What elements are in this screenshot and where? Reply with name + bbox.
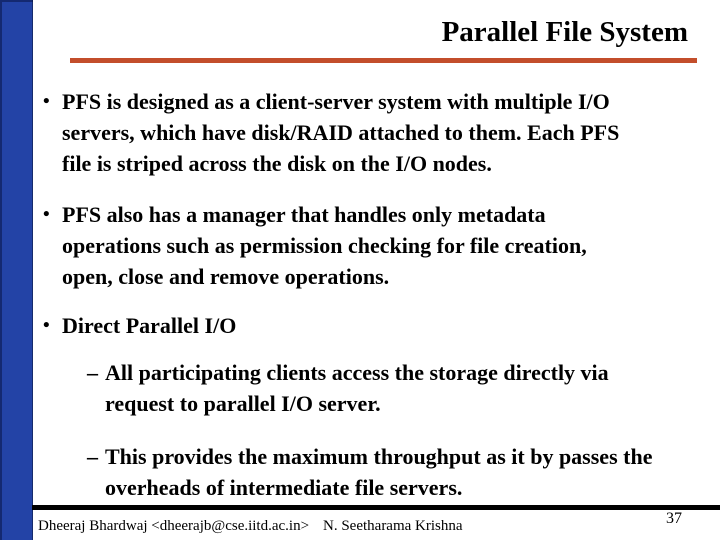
left-accent-bar	[0, 0, 33, 540]
bullet-marker: •	[43, 315, 50, 336]
slide-title: Parallel File System	[441, 16, 688, 48]
title-underline-rule	[70, 58, 697, 63]
bullet-text: PFS also has a manager that handles only…	[62, 202, 587, 289]
bullet-item: • PFS is designed as a client-server sys…	[43, 86, 699, 179]
bullet-item: • Direct Parallel I/O	[43, 310, 699, 341]
bullet-text: PFS is designed as a client-server syste…	[62, 89, 620, 176]
bullet-item: • PFS also has a manager that handles on…	[43, 199, 699, 292]
bullet-marker: •	[43, 204, 50, 225]
sub-bullet-item: – This provides the maximum throughput a…	[43, 441, 699, 503]
slide-body: • PFS is designed as a client-server sys…	[43, 86, 699, 503]
slide-page-number: 37	[666, 510, 682, 527]
sub-bullet-text: All participating clients access the sto…	[105, 360, 609, 416]
footer-author: Dheeraj Bhardwaj <dheerajb@cse.iitd.ac.i…	[38, 518, 310, 534]
sub-bullet-marker: –	[87, 444, 98, 469]
footer-coauthor: N. Seetharama Krishna	[323, 518, 463, 534]
sub-bullet-item: – All participating clients access the s…	[43, 357, 699, 419]
sub-bullet-marker: –	[87, 360, 98, 385]
footer-divider-rule	[32, 505, 720, 510]
bullet-text: Direct Parallel I/O	[62, 313, 237, 338]
sub-bullet-text: This provides the maximum throughput as …	[105, 444, 653, 500]
bullet-marker: •	[43, 91, 50, 112]
